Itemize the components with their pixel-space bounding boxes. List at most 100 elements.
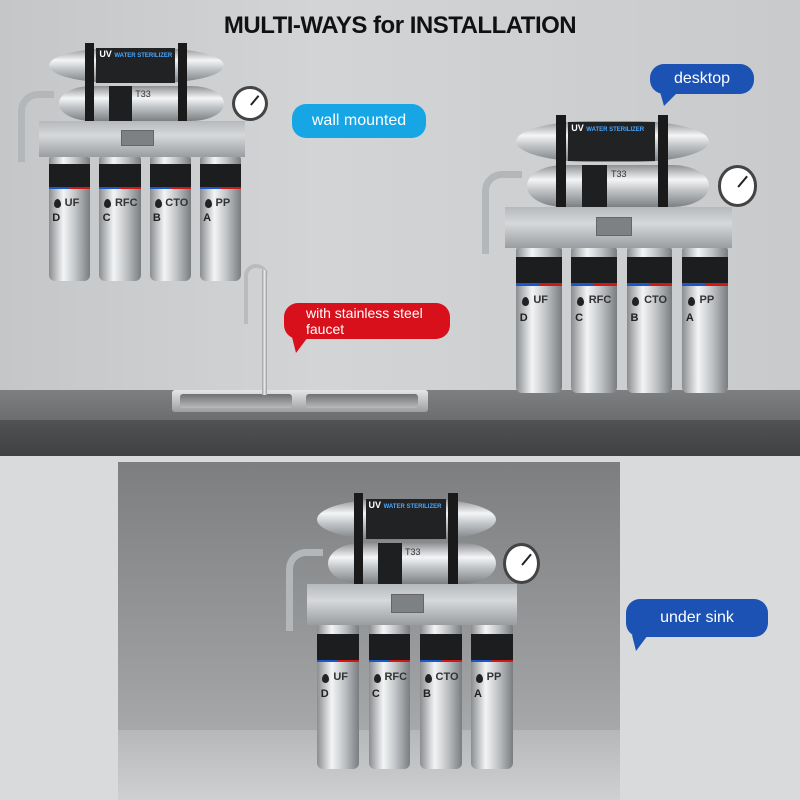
cartridge-type: CTO	[644, 294, 668, 307]
water-drop-icon	[424, 673, 432, 683]
sink-basin-left	[180, 394, 292, 408]
page-title: MULTI-WAYS for INSTALLATION	[223, 12, 577, 39]
cartridge-band	[149, 164, 191, 187]
filter-band	[108, 85, 132, 122]
cartridge-stripe	[626, 282, 673, 286]
cartridge-stripe	[48, 186, 91, 190]
cartridge-type: RFC	[384, 671, 408, 684]
cartridge-band	[199, 164, 242, 187]
tube-label: T33	[405, 546, 421, 557]
water-drop-icon	[687, 297, 695, 307]
cartridge-type: RFC	[588, 294, 612, 307]
cartridge-band	[682, 256, 728, 283]
uv-label: UV WATER STERILIZER	[365, 499, 446, 539]
uv-label: UV WATER STERILIZER	[96, 48, 176, 83]
callout-desktop: desktop	[650, 64, 754, 106]
filter-band	[378, 542, 402, 584]
cartridge-stripe	[470, 659, 513, 663]
cartridge-stripe	[368, 659, 411, 663]
sink-basin-right	[306, 394, 418, 408]
pipe-loop	[482, 171, 522, 254]
countertop-edge	[0, 420, 800, 456]
manifold	[306, 583, 517, 625]
cartridge-band	[419, 633, 462, 660]
filter-cartridge-rfc: C RFC	[368, 625, 411, 770]
cartridge-stripe	[317, 659, 360, 663]
gauge-needle	[737, 176, 748, 189]
water-drop-icon	[104, 199, 112, 209]
mount-strap	[555, 114, 566, 210]
water-drop-icon	[632, 297, 640, 307]
water-drop-icon	[204, 199, 212, 209]
callout-wall-mounted: wall mounted	[292, 104, 426, 138]
callout-tail	[292, 337, 308, 353]
pressure-gauge	[503, 542, 541, 584]
callout-text: under sink	[660, 609, 734, 626]
uv-label-holder: UV WATER STERILIZER	[516, 121, 709, 162]
pressure-gauge	[717, 165, 758, 207]
mount-strap	[85, 42, 95, 124]
cartridge-stripe	[516, 282, 562, 286]
faucet-spout	[244, 264, 268, 324]
mount-strap	[448, 492, 458, 587]
cartridge-type: UF	[533, 294, 549, 307]
cartridge-letter: D	[320, 688, 329, 701]
cartridge-letter: B	[630, 311, 639, 324]
cartridge-letter: C	[371, 688, 380, 701]
cartridge-band	[99, 164, 141, 187]
cartridge-band	[470, 633, 513, 660]
filter-band	[581, 165, 608, 207]
tube-label: T33	[135, 89, 151, 100]
callout-faucet: with stainless steel faucet	[284, 303, 450, 353]
pipe-loop	[286, 548, 323, 631]
manifold	[38, 121, 246, 157]
mount-strap	[177, 42, 187, 124]
cartridge-stripe	[199, 186, 242, 190]
cartridge-letter: D	[519, 311, 528, 324]
pressure-gauge	[232, 85, 269, 122]
kitchen-sink	[172, 390, 428, 412]
cartridge-type: PP	[486, 671, 502, 684]
filter-cartridge-uf: D UF	[516, 248, 562, 394]
t33-post-filter: T33	[527, 165, 710, 207]
callout-text: desktop	[673, 70, 731, 87]
uv-label-holder: UV WATER STERILIZER	[49, 48, 224, 84]
water-drop-icon	[154, 199, 162, 209]
cartridge-type: UF	[64, 196, 80, 209]
pipe-loop	[18, 90, 55, 163]
cartridge-stripe	[682, 282, 728, 286]
cartridge-type: RFC	[114, 196, 138, 209]
cartridge-letter: D	[52, 211, 61, 224]
cartridge-type: PP	[215, 196, 231, 209]
manifold	[504, 206, 732, 248]
uv-label-holder: UV WATER STERILIZER	[317, 499, 495, 540]
cartridge-band	[571, 256, 617, 283]
callout-text: wall mounted	[311, 112, 407, 129]
water-drop-icon	[521, 297, 529, 307]
indicator-panel	[595, 216, 632, 236]
callout-text: with stainless steel faucet	[306, 305, 423, 337]
water-drop-icon	[373, 673, 381, 683]
callout-tail	[632, 635, 648, 651]
cartridge-letter: C	[102, 211, 111, 224]
cartridge-type: UF	[333, 671, 349, 684]
cartridge-band	[626, 256, 673, 283]
cartridge-type: PP	[699, 294, 715, 307]
cartridge-letter: B	[422, 688, 431, 701]
cartridge-letter: B	[152, 211, 161, 224]
filter-cartridge-cto: B CTO	[626, 248, 673, 394]
cartridge-band	[368, 633, 411, 660]
cartridge-stripe	[419, 659, 462, 663]
callout-tail	[660, 92, 678, 106]
t33-post-filter: T33	[59, 85, 225, 122]
t33-post-filter: T33	[327, 542, 496, 584]
gauge-needle	[521, 553, 532, 566]
mount-strap	[354, 492, 364, 587]
cartridge-stripe	[99, 186, 141, 190]
water-drop-icon	[322, 673, 330, 683]
